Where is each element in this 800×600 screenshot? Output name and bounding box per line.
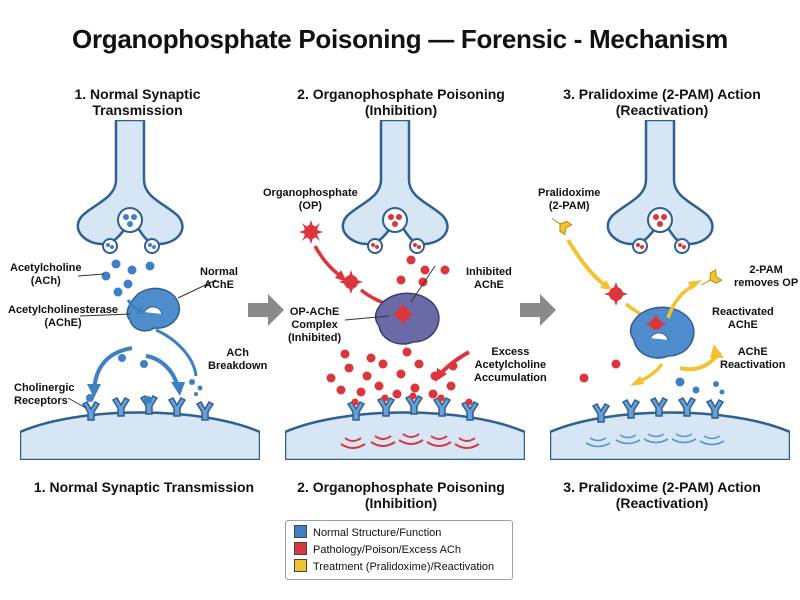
label-acetylcholine: Acetylcholine (ACh) [10,262,82,287]
panel-2-diagram [285,120,525,460]
legend-item-normal: Normal Structure/Function [294,525,441,539]
label-2pam-removes-op: 2-PAM removes OP [734,264,799,289]
normal-signal-waves [585,433,725,448]
panel-3-top-title: 3. Pralidoxime (2-PAM) Action (Reactivat… [563,86,761,118]
label-ache-reactivation: AChE Reactivation [720,346,786,371]
label-acetylcholinesterase: Acetylcholinesterase (AChE) [8,304,119,329]
transition-arrow [520,294,556,326]
panel-1-top-title: 1. Normal Synaptic Transmission [74,86,201,118]
legend: Normal Structure/Function Pathology/Pois… [285,520,513,580]
label-inhibited-ache: Inhibited AChE [466,266,512,291]
label-organophosphate: Organophosphate (OP) [263,187,358,212]
fusing-vesicle [102,238,118,254]
legend-swatch-yellow [294,559,307,572]
pralidoxime-icon [551,217,573,236]
label-op-ache-complex: OP-AChE Complex (Inhibited) [288,306,342,344]
excess-acetylcholine [326,255,458,399]
overstimulation-waves [340,433,480,449]
postsynaptic-membrane [20,411,260,460]
panel-1-bottom-title: 1. Normal Synaptic Transmission [33,479,255,495]
label-ach-breakdown: ACh Breakdown [208,347,268,372]
legend-swatch-blue [294,525,307,538]
panel-3-diagram [550,120,790,460]
postsynaptic-membrane [550,411,790,460]
legend-item-treatment: Treatment (Pralidoxime)/Reactivation [294,559,494,573]
legend-item-pathology: Pathology/Poison/Excess ACh [294,542,461,556]
panel-2-top-title: 2. Organophosphate Poisoning (Inhibition… [297,86,505,118]
label-excess-acetylcholine: Excess Acetylcholine Accumulation [474,346,547,384]
panel-3-bottom-title: 3. Pralidoxime (2-PAM) Action (Reactivat… [563,479,761,511]
vesicle [382,207,408,233]
label-reactivated-ache: Reactivated AChE [712,306,774,331]
acetylcholine-molecules [101,259,155,297]
legend-label: Pathology/Poison/Excess ACh [313,544,461,556]
page-title: Organophosphate Poisoning — Forensic - M… [72,24,728,54]
label-normal-ache: Normal AChE [200,266,238,291]
legend-label: Normal Structure/Function [313,527,442,539]
vesicle [117,207,143,233]
organophosphate-molecule [299,220,363,294]
label-pralidoxime: Pralidoxime (2-PAM) [538,187,601,212]
fusing-vesicle [144,238,160,254]
transition-arrow [248,294,284,326]
reactivated-ache [629,306,695,359]
legend-label: Treatment (Pralidoxime)/Reactivation [313,561,495,573]
panel-1-diagram [20,120,260,460]
legend-swatch-red [294,542,307,555]
label-cholinergic-receptors: Cholinergic Receptors [14,382,75,407]
vesicle [647,207,673,233]
panel-2-bottom-title: 2. Organophosphate Poisoning (Inhibition… [297,479,505,511]
